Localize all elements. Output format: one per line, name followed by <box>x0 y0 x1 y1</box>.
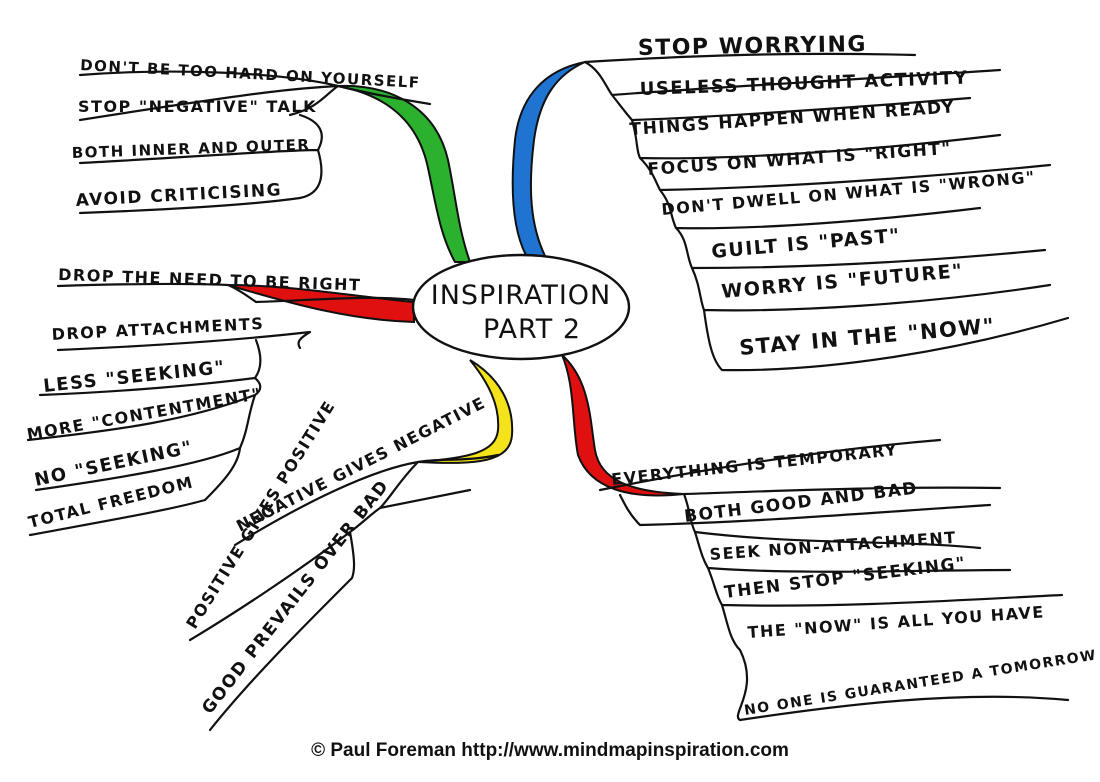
top-right-item-2: USELESS THOUGHT ACTIVITY <box>639 68 968 100</box>
top-left-item-2: STOP "NEGATIVE" TALK <box>78 97 317 116</box>
top-right-item-1: STOP WORRYING <box>638 32 867 61</box>
bottom-right-item-5: THE "NOW" IS ALL YOU HAVE <box>747 602 1045 642</box>
bottom-right-underlines <box>598 438 1070 722</box>
top-right-item-8: STAY IN THE "NOW" <box>738 314 996 360</box>
top-right-item-4: FOCUS ON WHAT IS "RIGHT" <box>647 139 952 180</box>
green-branch <box>337 84 472 263</box>
left-underlines <box>26 282 416 537</box>
top-left-underlines <box>78 70 432 215</box>
bottom-right-item-4: THEN STOP "SEEKING" <box>723 553 967 603</box>
central-topic-line1: INSPIRATION <box>431 280 612 311</box>
copyright-footer: © Paul Foreman http://www.mindmapinspira… <box>311 740 789 761</box>
left-item-1: DROP THE NEED TO BE RIGHT <box>58 265 362 295</box>
top-left-item-4: AVOID CRITICISING <box>75 180 282 211</box>
bottom-right-item-2: BOTH GOOD AND BAD <box>683 478 919 527</box>
top-right-item-6: GUILT IS "PAST" <box>711 225 902 263</box>
bottom-middle-item-2: POSITIVE GIVES POSITIVE <box>182 397 339 632</box>
central-topic-line2: PART 2 <box>483 314 581 345</box>
bottom-middle-item-3: GOOD PREVAILS OVER BAD <box>198 476 393 718</box>
top-right-underlines <box>583 52 1070 372</box>
central-topic-oval <box>411 253 631 361</box>
bottom-right-item-1: EVERYTHING IS TEMPORARY <box>610 440 898 489</box>
top-left-item-1: DON'T BE TOO HARD ON YOURSELF <box>80 56 421 92</box>
top-right-item-3: THINGS HAPPEN WHEN READY <box>629 97 956 140</box>
bottom-middle-underlines <box>188 453 500 732</box>
bottom-right-item-6: NO ONE IS GUARANTEED A TOMORROW <box>743 647 1098 719</box>
blue-branch <box>511 61 586 264</box>
top-left-item-3: BOTH INNER AND OUTER <box>72 136 311 162</box>
